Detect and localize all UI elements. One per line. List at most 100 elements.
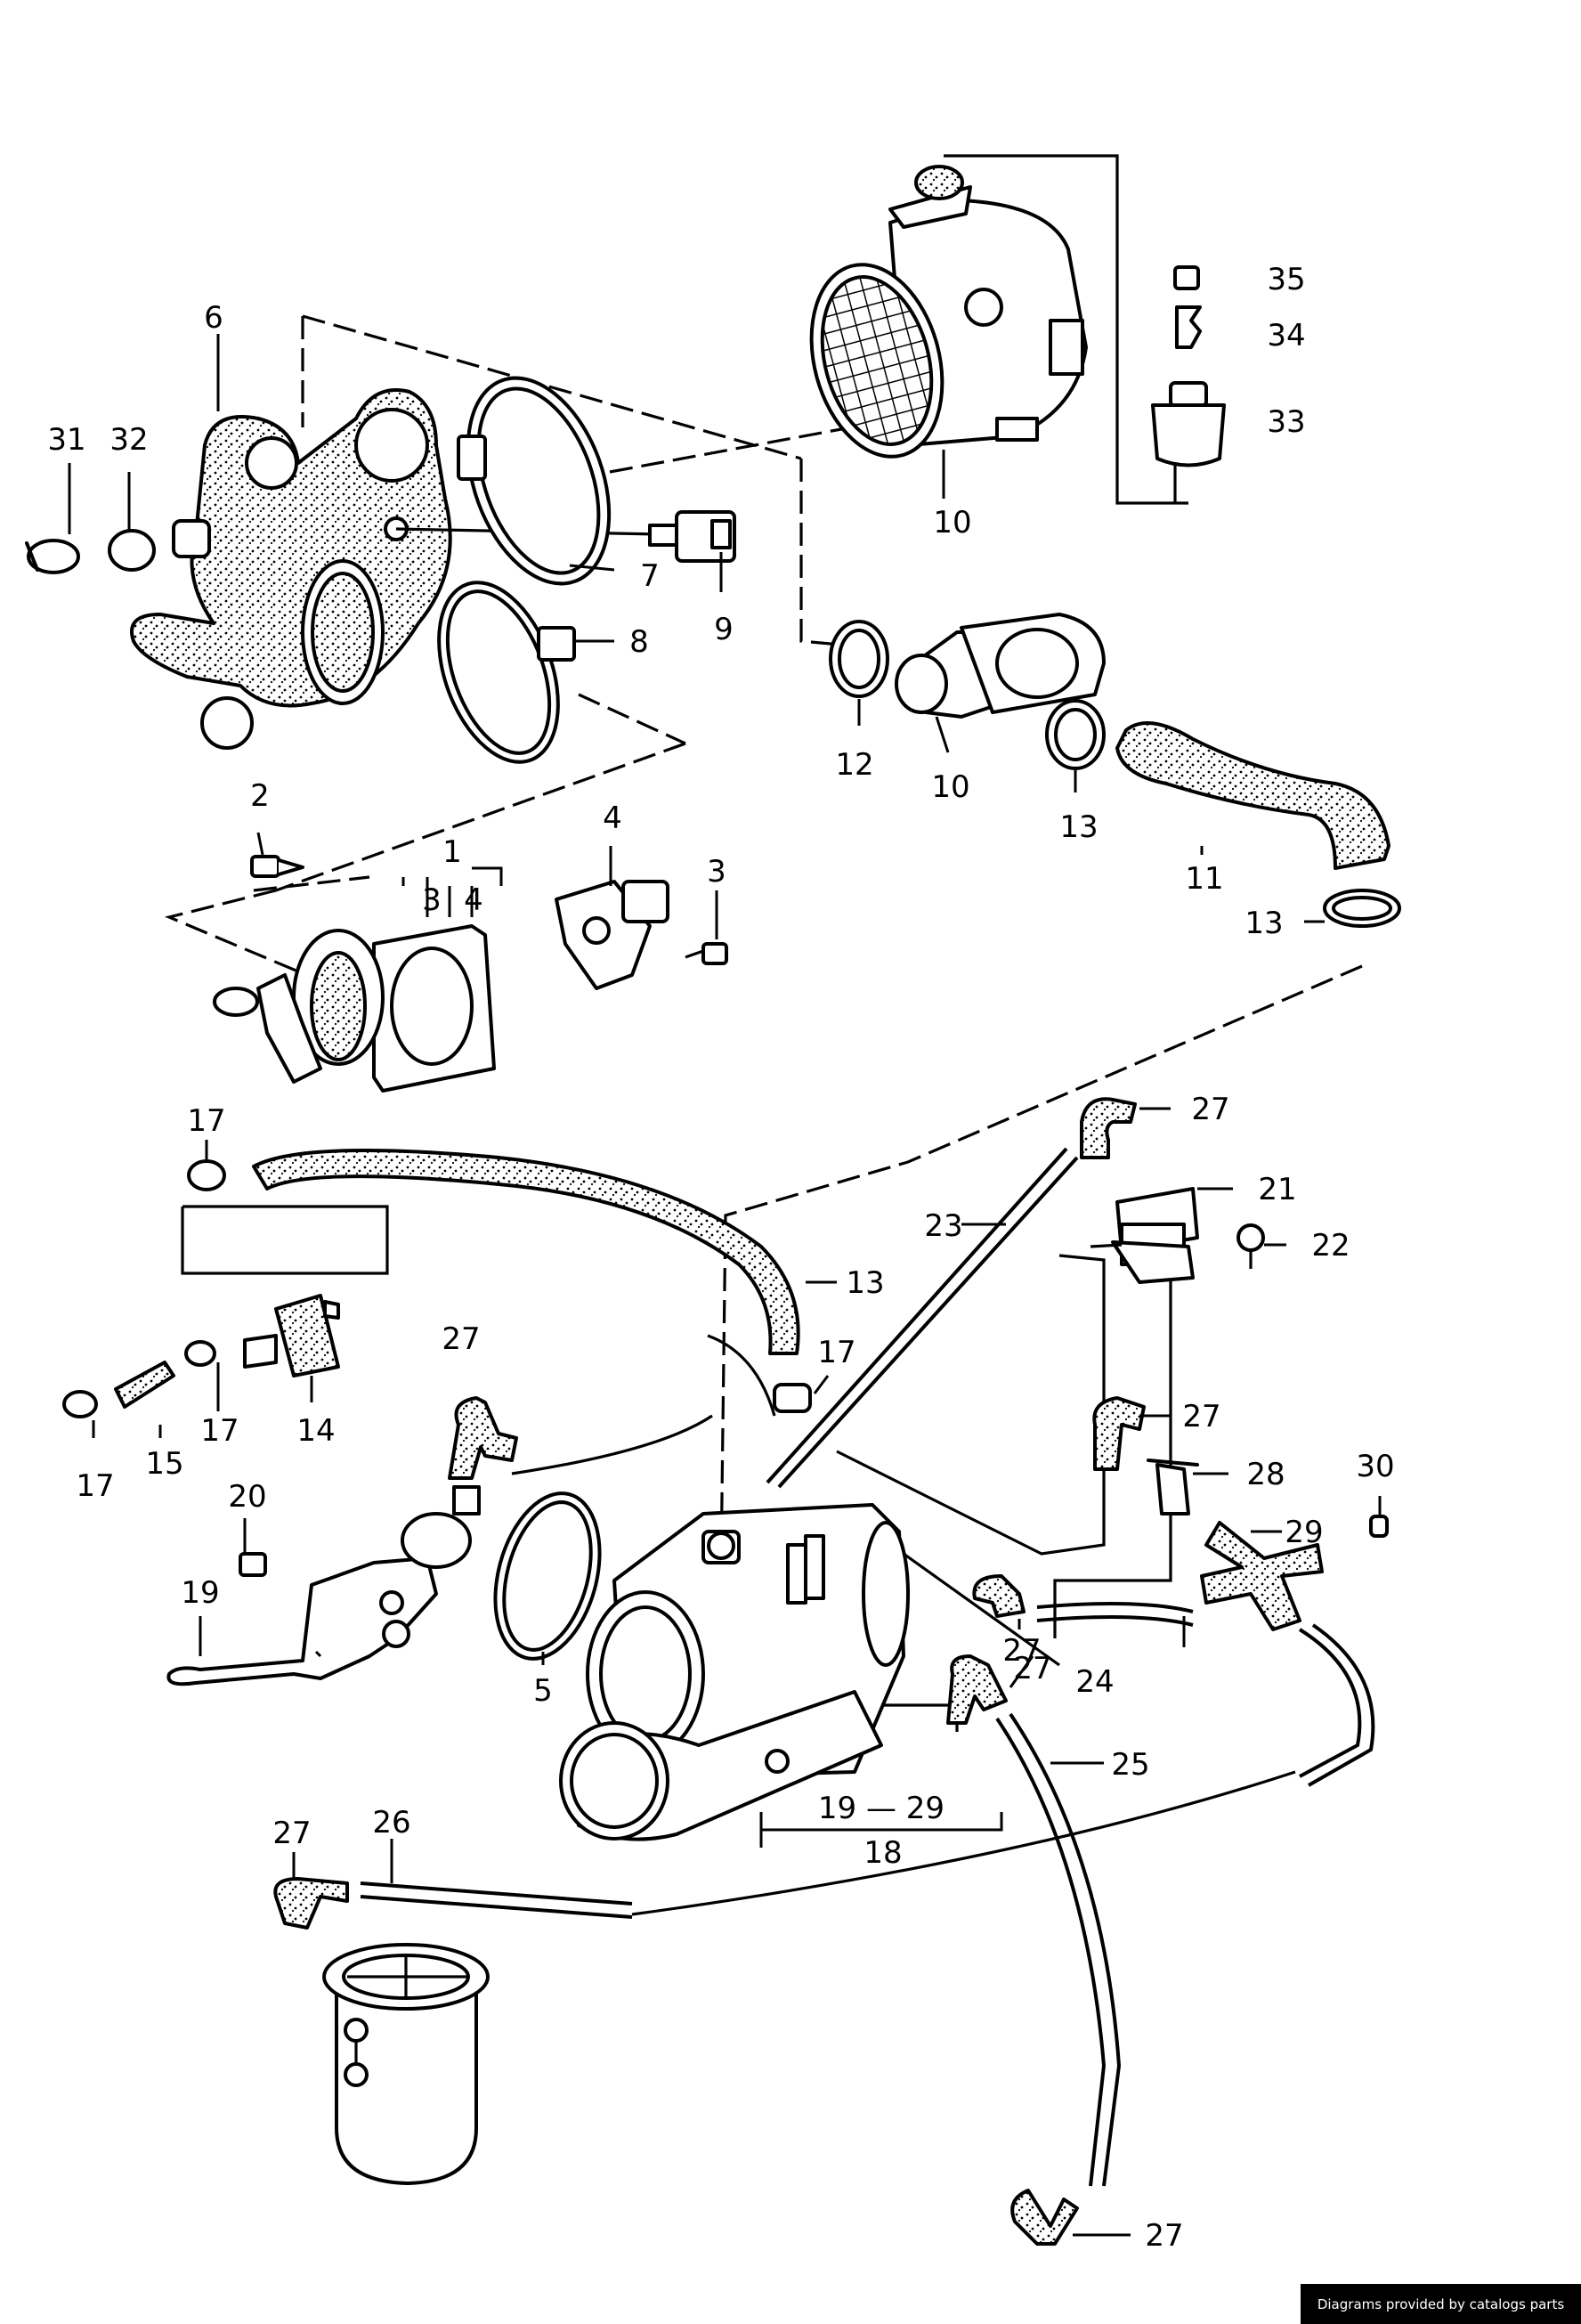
check-valve-15: [243, 1294, 340, 1377]
hose-27-bottom: [1010, 2189, 1079, 2246]
hose-27-mid: [972, 1574, 1026, 1618]
callout-19-29: 19 — 29: [818, 1791, 945, 1826]
callout-35: 35: [1267, 262, 1305, 297]
callout-2: 2: [250, 778, 270, 814]
cap-33: [1151, 381, 1226, 467]
solenoid-valve-21: [1090, 1187, 1199, 1284]
gasket-5: [493, 1491, 602, 1661]
callout-17-top: 17: [187, 1103, 225, 1139]
clamp-13-left: [829, 620, 889, 698]
clamp-13-middle: [1045, 699, 1106, 770]
hose-26: [995, 1712, 1122, 2187]
callout-25: 26: [372, 1805, 410, 1841]
callout-4: 4: [603, 800, 622, 836]
hose-27-top: [1080, 1097, 1137, 1159]
hose-24: [1036, 1602, 1194, 1627]
callout-32: 32: [109, 422, 148, 458]
callout-10: 10: [933, 505, 971, 540]
clamp-17-bottom-right: [184, 1340, 216, 1367]
valve-on-bracket: [401, 1485, 481, 1569]
diagram-credit-badge: Diagrams provided by catalogs parts: [1301, 2284, 1581, 2324]
callout-29: 29: [1285, 1515, 1323, 1550]
throttle-sensor-4: [555, 880, 669, 990]
hose-12: [1115, 721, 1390, 870]
clamp-13-right: [1323, 889, 1401, 928]
callout-13-right: 13: [1245, 906, 1283, 941]
hose-14: [252, 1149, 800, 1355]
callout-12: 11: [1185, 861, 1223, 897]
bolt-20: [239, 1552, 267, 1577]
intake-housing-6: [130, 388, 660, 750]
intake-manifold-18: [559, 1503, 910, 1841]
callout-19: 19: [181, 1575, 219, 1611]
clamp-17-top: [187, 1159, 226, 1191]
screw-22: [1236, 1223, 1265, 1269]
screw-35: [1173, 265, 1200, 290]
clamp-17-mid: [773, 1383, 812, 1413]
hose-27-bottom-left: [273, 1877, 349, 1930]
clamp-7: [457, 376, 612, 586]
callout-27-lower: 27: [1013, 1651, 1051, 1686]
idle-valve-11: [895, 613, 1106, 719]
callout-13-left: 12: [835, 747, 873, 783]
screw-3: [685, 942, 728, 965]
hose-25: [360, 1881, 633, 1919]
throttle-body-1: [213, 924, 496, 1093]
hose-27-lower: [946, 1654, 1008, 1725]
clamp-8: [437, 581, 576, 764]
callout-27-bottom: 27: [1145, 2218, 1183, 2254]
callout-34: 34: [1267, 318, 1305, 353]
hose-tee-line: [1298, 1623, 1375, 1787]
callout-33: 33: [1267, 404, 1305, 440]
tee-29: [1200, 1521, 1324, 1631]
callout-26: 25: [1111, 1747, 1149, 1783]
hose-16: [114, 1361, 175, 1409]
bolt-2: [250, 855, 304, 878]
callout-27-top: 27: [1191, 1092, 1229, 1127]
air-mass-meter-10: [809, 165, 1088, 459]
callout-1: 1: [442, 834, 462, 870]
callout-15: 14: [296, 1413, 335, 1449]
callout-31: 31: [47, 422, 85, 458]
callout-5: 5: [533, 1673, 553, 1709]
fuel-reservoir: [322, 1943, 490, 2185]
callout-1-sub-3: 3: [422, 882, 442, 918]
callout-24: 24: [1075, 1664, 1114, 1700]
callout-27-bottom-left: 27: [272, 1816, 311, 1851]
callout-27-right-top: 27: [1182, 1399, 1220, 1434]
callout-6: 6: [204, 300, 223, 336]
clamp-31: [25, 539, 80, 574]
callout-28: 28: [1246, 1457, 1285, 1492]
callout-17-mid: 17: [817, 1335, 855, 1370]
callout-27-mid: 27: [1002, 1633, 1041, 1669]
clamp-17-bottom-left: [62, 1390, 98, 1418]
callout-20: 20: [228, 1479, 266, 1515]
check-valve-28: [1147, 1459, 1199, 1515]
callout-21: 21: [1258, 1172, 1296, 1207]
bracket-19: [166, 1556, 438, 1686]
callout-27-left: 27: [442, 1321, 480, 1357]
callout-17-bottom-left: 17: [76, 1468, 114, 1504]
callout-16: 15: [145, 1446, 183, 1482]
plug-32: [108, 529, 156, 572]
temp-sensor-9: [648, 510, 736, 563]
hose-27-left: [448, 1396, 518, 1480]
leader-lines: [68, 334, 1382, 2237]
callout-labels: 6 31 32 7 8 9 10 35 34 33 12 10 13 11 13…: [47, 262, 1394, 2254]
callout-1-sub-4: 4: [464, 882, 483, 918]
callout-18: 18: [863, 1835, 902, 1871]
callout-22: 22: [1311, 1228, 1350, 1264]
callout-30: 30: [1356, 1449, 1394, 1484]
callout-17-bottom-right: 17: [200, 1413, 239, 1449]
callout-23: 23: [924, 1208, 962, 1244]
hose-23: [766, 1147, 1079, 1489]
hose-27-right-top: [1092, 1396, 1146, 1471]
callout-13-middle: 13: [1059, 809, 1098, 845]
callout-7: 7: [640, 558, 660, 594]
callout-3: 3: [707, 854, 726, 890]
cap-30: [1369, 1515, 1389, 1538]
callout-8: 8: [629, 624, 649, 660]
callout-9: 9: [714, 612, 734, 647]
